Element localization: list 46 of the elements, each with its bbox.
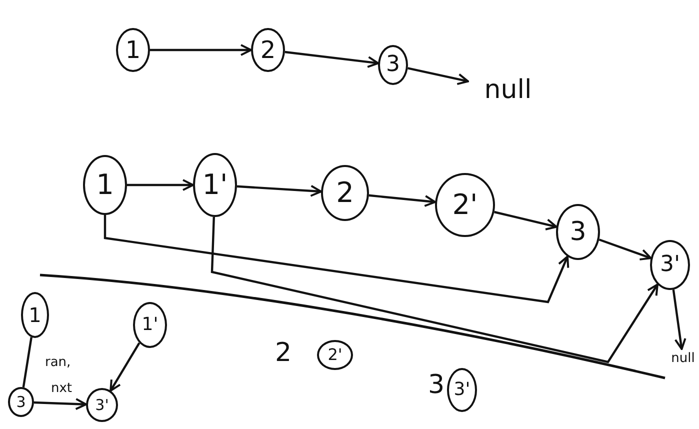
node-label: 1' <box>202 171 228 199</box>
list-node-circle <box>133 302 167 348</box>
null-text: null <box>665 349 699 367</box>
node-label: 3 <box>386 54 400 76</box>
arrow <box>368 194 436 207</box>
arrow <box>127 179 194 191</box>
arrow <box>236 184 322 197</box>
list-node-circle <box>86 388 118 422</box>
list-node-circle <box>251 28 285 72</box>
node-label: 3' <box>454 381 470 399</box>
arrow <box>104 215 570 304</box>
node-label: 3 <box>428 372 445 398</box>
node-label: 3' <box>660 254 680 276</box>
list-node-circle <box>116 28 150 72</box>
list-node-circle <box>321 165 369 221</box>
arrow <box>494 210 558 230</box>
list-node-circle <box>8 387 34 417</box>
arrow <box>110 342 140 392</box>
node-label: 2 <box>275 340 292 366</box>
list-node-circle <box>21 292 49 338</box>
arrow <box>34 398 87 410</box>
edge-label: ran, <box>44 356 72 369</box>
node-label: 1 <box>28 305 42 325</box>
arrow <box>150 44 252 56</box>
list-node-circle <box>447 368 477 412</box>
node-label: 3 <box>570 219 586 245</box>
node-label: 2' <box>328 347 342 363</box>
list-node-circle <box>378 45 408 85</box>
null-text: null <box>468 74 548 106</box>
node-label: 1 <box>125 38 141 62</box>
arrow <box>210 216 658 364</box>
node-label: 2 <box>336 179 354 207</box>
node-label: 2' <box>452 191 478 219</box>
arrow <box>598 238 652 260</box>
list-node-circle <box>317 340 353 370</box>
arrow <box>408 67 469 86</box>
edge-label: nxt <box>50 382 74 395</box>
node-label: 2 <box>260 38 276 62</box>
list-node-circle <box>556 204 600 260</box>
arrow <box>672 289 686 350</box>
node-label: 3 <box>16 394 26 410</box>
node-label: 3' <box>95 398 109 412</box>
list-node-circle <box>650 240 690 290</box>
node-label: 1 <box>96 171 114 199</box>
node-label: 1' <box>142 316 158 334</box>
arrow <box>284 50 380 68</box>
